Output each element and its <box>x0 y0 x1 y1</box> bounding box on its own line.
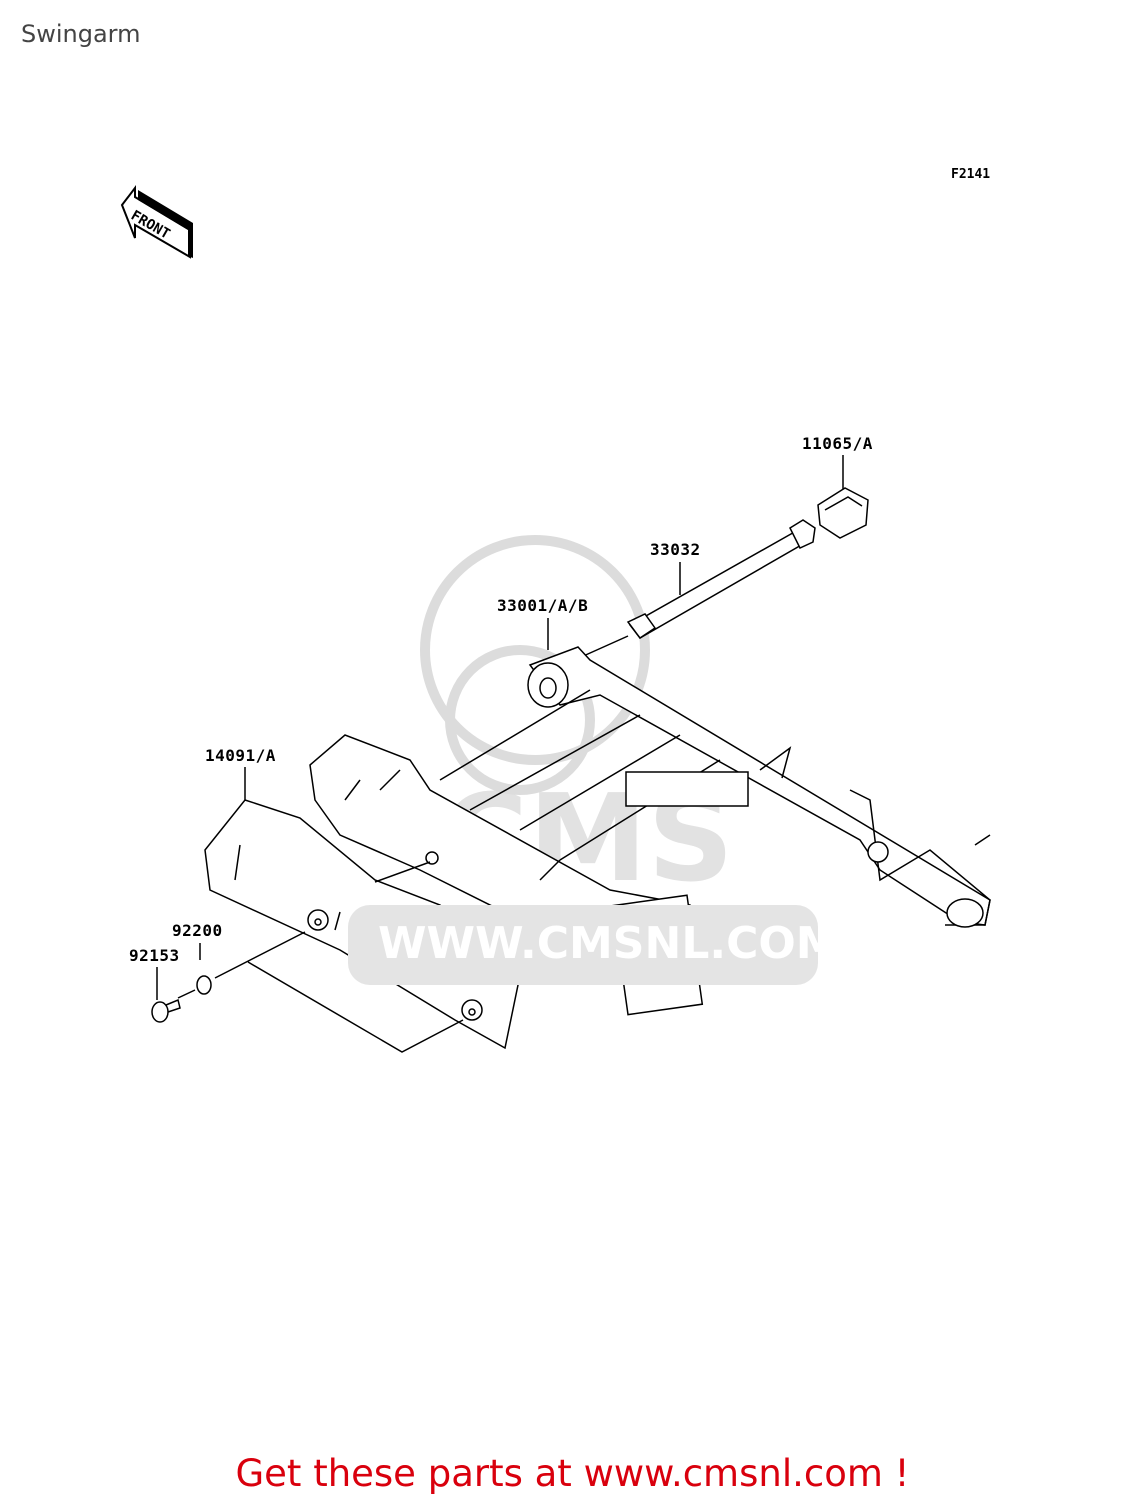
watermark-mascot <box>420 535 650 795</box>
part-label-14091[interactable]: 14091/A <box>205 746 276 765</box>
front-arrow-icon: FRONT <box>120 185 193 259</box>
part-label-33001[interactable]: 33001/A/B <box>497 596 589 615</box>
part-label-92200[interactable]: 92200 <box>172 921 223 940</box>
page-title: Swingarm <box>21 20 141 48</box>
part-label-33032[interactable]: 33032 <box>650 540 701 559</box>
watermark-url-bar <box>348 905 818 985</box>
washer-92200 <box>196 975 212 995</box>
part-label-92153[interactable]: 92153 <box>129 946 180 965</box>
part-label-11065[interactable]: 11065/A <box>802 434 873 453</box>
bolt-92153 <box>151 998 181 1023</box>
pivot-shaft-33032 <box>626 519 816 640</box>
bushing-11065 <box>817 487 869 539</box>
diagram-code: F2141 <box>951 167 991 182</box>
footer-link[interactable]: Get these parts at www.cmsnl.com ! <box>235 1452 910 1495</box>
watermark-url: WWW.CMSNL.COM <box>378 918 840 969</box>
